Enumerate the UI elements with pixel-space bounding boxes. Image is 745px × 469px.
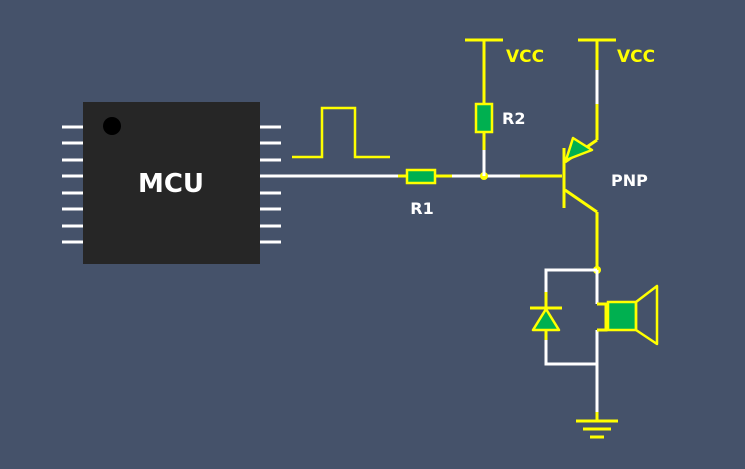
- pnp-emitter-arrow: [564, 136, 594, 162]
- vcc-right-label: VCC: [617, 47, 655, 67]
- vcc-right-symbol: [578, 38, 616, 70]
- flyback-diode: [530, 292, 562, 340]
- ground-symbol: [576, 412, 618, 439]
- mcu-pin1-dot: [103, 117, 121, 135]
- diode-wiring: [544, 268, 599, 412]
- r2-label: R2: [502, 109, 525, 128]
- mcu-label: MCU: [138, 169, 204, 199]
- mcu-right-pins: [259, 125, 281, 244]
- vcc-left-label: VCC: [506, 47, 544, 67]
- r1-label: R1: [410, 199, 433, 218]
- pnp-label: PNP: [611, 171, 648, 190]
- mcu-chip: MCU: [62, 102, 281, 264]
- resistor-r1: [398, 168, 452, 185]
- speaker-buzzer: [597, 284, 659, 346]
- mcu-left-pins: [62, 125, 83, 244]
- pulse-waveform: [292, 106, 390, 159]
- vcc-left-symbol: [465, 38, 503, 88]
- resistor-r2: [474, 88, 494, 150]
- pnp-transistor: [562, 104, 599, 270]
